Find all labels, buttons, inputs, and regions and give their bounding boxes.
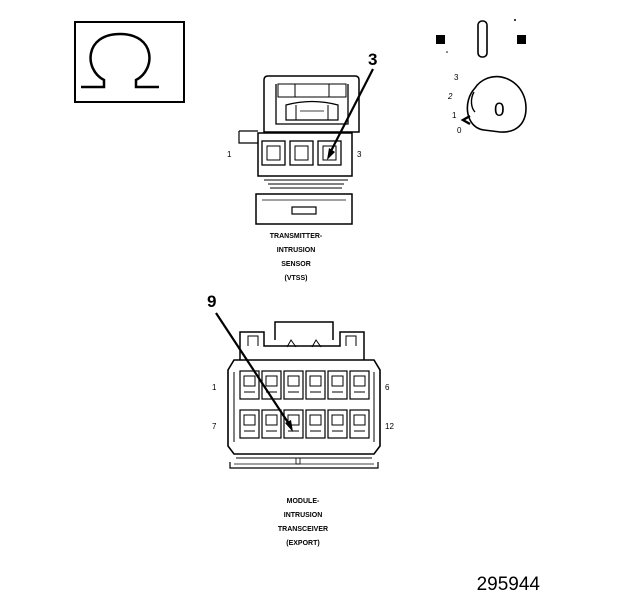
transceiver-cavity-terminal	[353, 414, 366, 426]
svg-text:MODULE-: MODULE-	[287, 498, 320, 505]
ignition-position-1: 1	[452, 111, 457, 120]
callout-arrow-pin-3	[330, 68, 374, 152]
transceiver-cavity-terminal	[353, 375, 366, 387]
transceiver-cavity-terminal	[331, 414, 344, 426]
transceiver-cavity-terminal	[243, 375, 256, 387]
transceiver-cavity-2	[261, 370, 282, 400]
transceiver-cavity-terminal	[309, 375, 322, 387]
transceiver-pin-6-label: 6	[385, 383, 390, 392]
vtss-cavities	[261, 140, 342, 166]
svg-text:(VTSS): (VTSS)	[285, 275, 308, 282]
svg-text:(EXPORT): (EXPORT)	[286, 540, 319, 547]
transceiver-pin-7-label: 7	[212, 422, 217, 431]
transceiver-cavity-terminal	[265, 375, 278, 387]
connector-transceiver: 9 1 6 7 12	[207, 292, 394, 469]
transceiver-cavity-terminal	[287, 414, 300, 426]
callout-pin-9: 9	[207, 292, 216, 311]
ignition-position-0: 0	[457, 126, 462, 135]
transceiver-cavity-4	[305, 370, 326, 400]
figure-id: 295944	[477, 574, 541, 595]
ignition-key-icon: 0 3 2 1 0	[436, 19, 527, 135]
transceiver-cavity-5	[327, 370, 348, 400]
transceiver-pin-12-label: 12	[385, 422, 394, 431]
svg-text:TRANSCEIVER: TRANSCEIVER	[278, 526, 328, 533]
transceiver-cavity-10	[305, 409, 326, 439]
transceiver-cavity-1	[239, 370, 260, 400]
transceiver-cavity-9	[283, 409, 304, 439]
callout-arrow-pin-9	[215, 312, 290, 425]
vtss-caption: TRANSMITTER- INTRUSION SENSOR (VTSS)	[270, 233, 323, 282]
svg-text:TRANSMITTER-: TRANSMITTER-	[270, 233, 323, 240]
transceiver-cavity-6	[349, 370, 370, 400]
connector-vtss: 3 1 3	[227, 50, 377, 225]
ignition-position-3: 3	[454, 73, 459, 82]
transceiver-cavity-3	[283, 370, 304, 400]
ignition-key-label: 0	[494, 100, 505, 121]
transceiver-pin-1-label: 1	[212, 383, 217, 392]
ignition-position-2: 2	[447, 92, 453, 101]
transceiver-cavity-11	[327, 409, 348, 439]
vtss-pin-3-label: 3	[357, 150, 362, 159]
svg-text:INTRUSION: INTRUSION	[284, 512, 323, 519]
transceiver-cavity-8	[261, 409, 282, 439]
transceiver-cavity-7	[239, 409, 260, 439]
transceiver-cavity-terminal	[243, 414, 256, 426]
transceiver-caption: MODULE- INTRUSION TRANSCEIVER (EXPORT)	[278, 498, 328, 547]
ohmmeter-icon	[74, 21, 185, 103]
svg-text:SENSOR: SENSOR	[281, 261, 311, 268]
svg-text:INTRUSION: INTRUSION	[277, 247, 316, 254]
transceiver-cavities	[239, 370, 370, 439]
vtss-pin-1-label: 1	[227, 150, 232, 159]
transceiver-cavity-terminal	[331, 375, 344, 387]
callout-pin-3: 3	[368, 50, 377, 69]
transceiver-cavity-terminal	[309, 414, 322, 426]
transceiver-cavity-12	[349, 409, 370, 439]
transceiver-cavity-terminal	[265, 414, 278, 426]
transceiver-cavity-terminal	[287, 375, 300, 387]
